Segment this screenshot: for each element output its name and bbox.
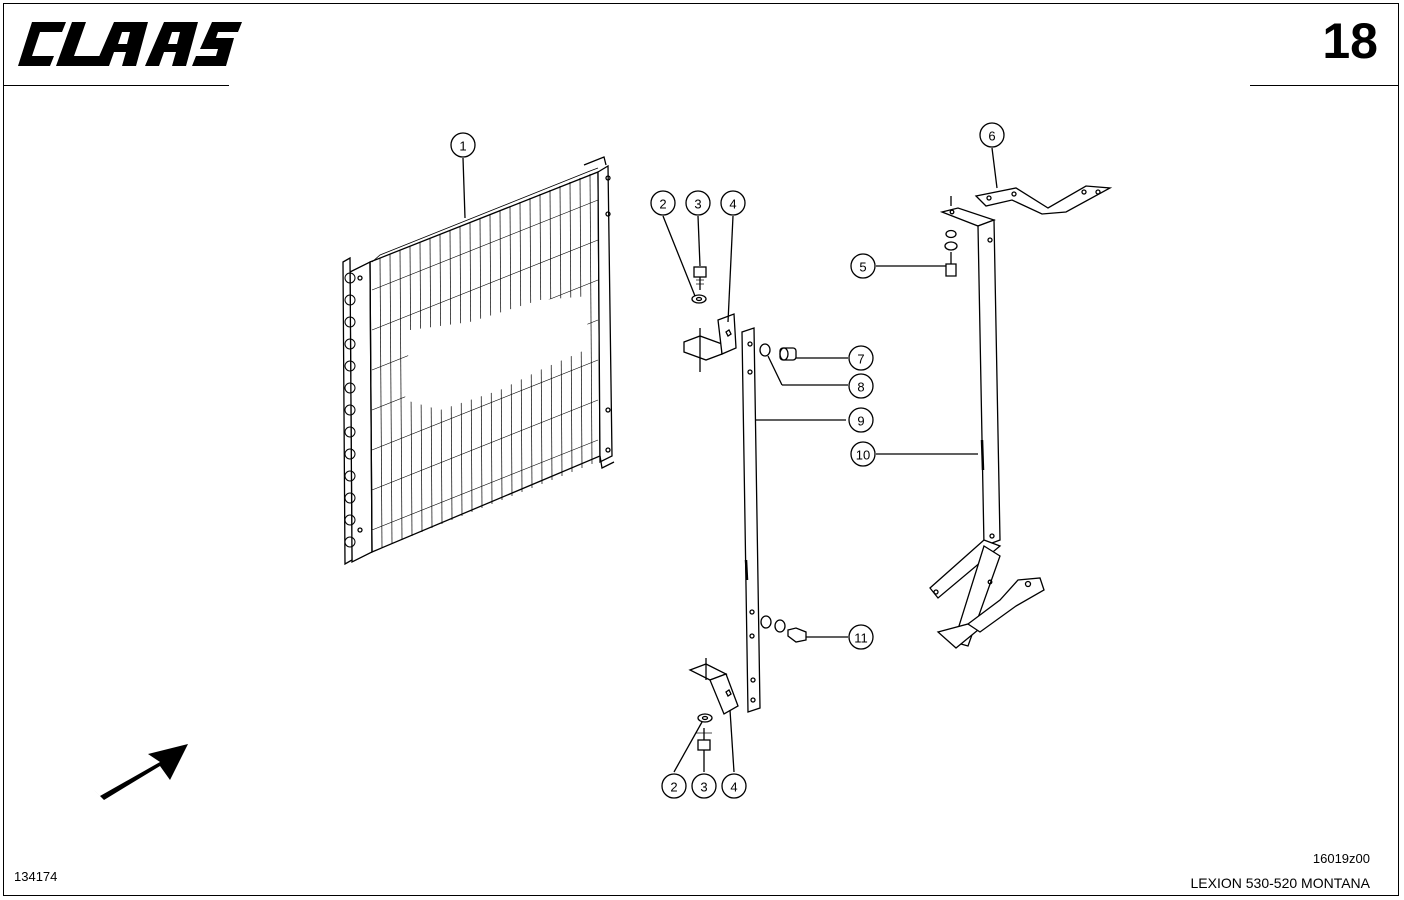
callout-3-bottom: 3 — [691, 773, 717, 799]
bolt-11 — [760, 615, 807, 643]
svg-text:4: 4 — [729, 197, 736, 212]
bolt-7-8 — [759, 343, 797, 361]
direction-arrow-icon — [94, 744, 188, 800]
callout-3-top: 3 — [685, 190, 711, 216]
svg-text:9: 9 — [857, 414, 864, 429]
svg-text:6: 6 — [988, 129, 995, 144]
svg-text:1: 1 — [459, 139, 466, 154]
radiator-core — [342, 156, 615, 566]
upper-bracket — [683, 266, 737, 372]
header-rule-left — [3, 85, 229, 86]
svg-text:2: 2 — [670, 780, 677, 795]
svg-text:3: 3 — [694, 197, 701, 212]
drawing-code: 16019z00 — [1312, 851, 1370, 866]
callout-6: 6 — [979, 122, 1005, 148]
model-name: LEXION 530-520 MONTANA — [1190, 875, 1370, 891]
svg-text:3: 3 — [700, 780, 707, 795]
svg-text:4: 4 — [730, 780, 737, 795]
callout-7: 7 — [848, 345, 874, 371]
page-number: 18 — [1322, 13, 1378, 69]
support-arm — [929, 185, 1113, 649]
callout-1: 1 — [450, 132, 476, 158]
callout-11: 11 — [848, 624, 874, 650]
document-id: 134174 — [14, 869, 58, 884]
callout-8: 8 — [848, 373, 874, 399]
callout-9: 9 — [848, 407, 874, 433]
callout-4-top: 4 — [720, 190, 746, 216]
callout-2-top: 2 — [650, 190, 676, 216]
claas-logo — [18, 22, 242, 66]
svg-text:5: 5 — [859, 260, 866, 275]
lower-bracket — [688, 658, 739, 751]
callout-4-bottom: 4 — [721, 773, 747, 799]
page-frame — [3, 3, 1399, 896]
svg-text:11: 11 — [854, 631, 868, 646]
callout-5: 5 — [850, 253, 876, 279]
header-rule-right — [1250, 85, 1399, 86]
svg-text:2: 2 — [659, 197, 666, 212]
svg-text:8: 8 — [857, 380, 864, 395]
svg-text:10: 10 — [856, 448, 870, 463]
callout-10: 10 — [850, 441, 876, 467]
svg-text:7: 7 — [857, 352, 864, 367]
callout-2-bottom: 2 — [661, 773, 687, 799]
support-strap — [741, 327, 761, 713]
